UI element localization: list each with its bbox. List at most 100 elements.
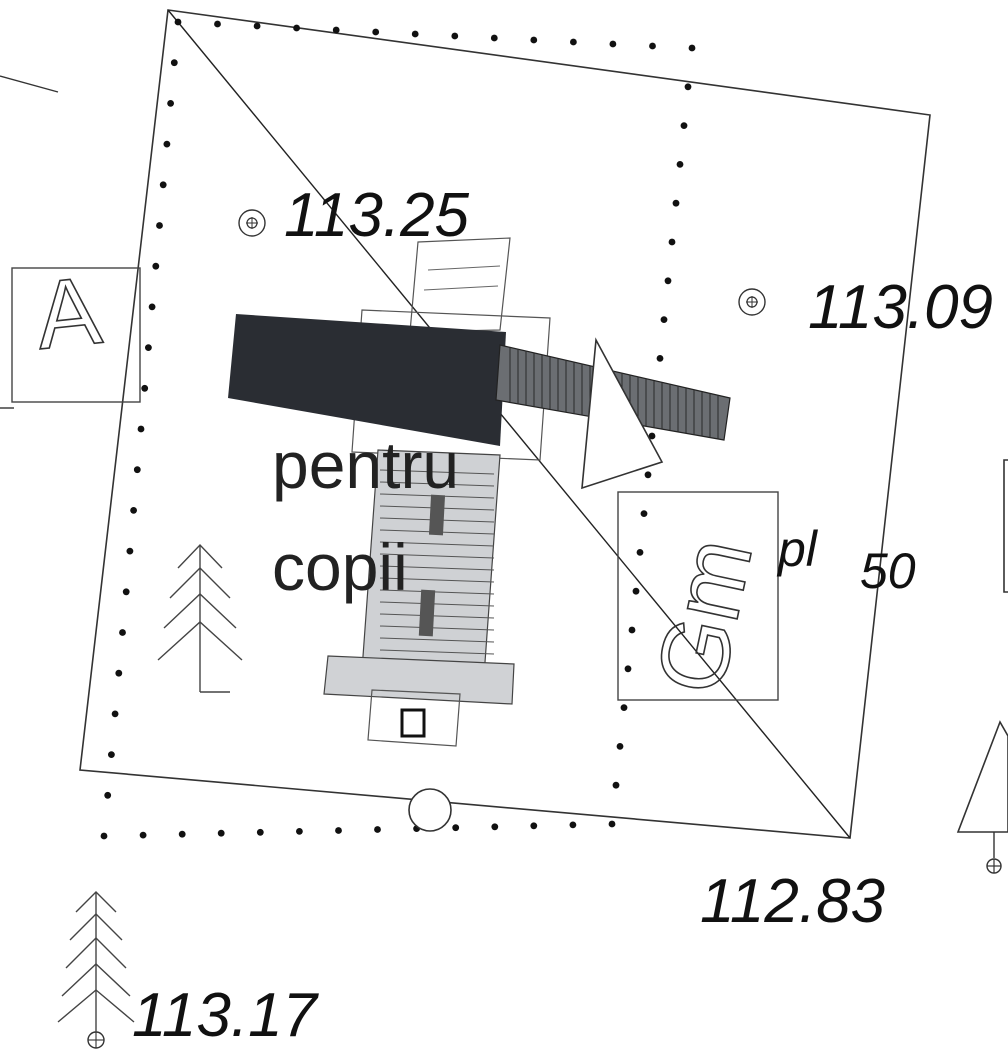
boundary-dot [636,549,644,556]
boundary-dot [214,20,221,28]
boundary-dot [672,199,680,207]
label-pentru: pentru [272,428,459,502]
tree-symbol [157,543,243,693]
boundary-dot [491,823,499,831]
slide-rung [379,553,495,559]
boundary-dot [644,471,652,479]
plot-boundary [79,9,931,839]
edge-line-top-left [0,75,59,93]
slide-detail [428,494,446,536]
boundary-dot [624,665,632,673]
boundary-dot [372,28,380,36]
boundary-dot [676,161,684,168]
boundary-dot [684,83,692,91]
side-letters-gm: Gm [636,529,773,703]
slide-rung [379,649,495,655]
boundary-dot [137,425,145,433]
tree-triangle-right [956,720,1008,833]
plot-prefix: pl [776,521,819,577]
boundary-dot [130,507,138,514]
boundary-dot [133,466,141,474]
slide-rung [379,601,495,607]
survey-point-icon [738,288,766,316]
boundary-dot [156,222,163,229]
slide-rung [379,481,495,487]
bottom-frame [367,689,461,747]
boundary-dot [490,34,498,42]
boundary-dot [648,432,656,440]
boundary-dot [122,588,130,596]
slide-detail [418,589,436,637]
boundary-dot [609,40,617,48]
boundary-dot [217,829,225,837]
boundary-dot [293,24,300,32]
boundary-dot [139,831,147,839]
slide-rung [379,625,495,631]
boundary-dot [100,832,108,840]
boundary-dot [159,181,167,189]
boundary-dot [452,824,460,832]
boundary-dot [570,38,577,46]
boundary-dot [620,704,628,711]
elevation-bottom-right: 112.83 [700,867,885,936]
tree-symbol [57,891,135,1032]
boundary-dot [608,820,616,828]
boundary-dot [530,822,538,830]
boundary-dot [148,303,156,311]
boundary-dot [141,384,149,392]
boundary-dot [145,344,152,351]
boundary-dot [374,826,381,833]
slide-rung [379,541,495,547]
survey-point-icon [986,858,1002,874]
survey-point-icon [238,209,266,237]
plot-number: 50 [860,543,916,599]
boundary-dot [111,710,119,718]
elevation-bottom-left: 113.17 [132,981,320,1050]
boundary-dot [256,828,264,836]
slide-rung [379,589,495,595]
boundary-dot [616,743,624,750]
boundary-dot [656,355,664,362]
slide-rung [379,577,495,583]
boundary-dot [152,262,160,270]
arrow-triangle [581,337,664,490]
boundary-dot [688,44,696,52]
slide-rung [379,565,495,571]
boundary-dot [163,140,171,148]
boundary-dot [451,32,459,40]
boundary-dot [660,316,668,323]
playground-structure [228,237,731,747]
boundary-dot [632,587,640,595]
elevation-top-left: 113.25 [284,181,470,250]
boundary-dot [664,277,672,285]
boundary-dot [530,36,538,44]
upper-frame [409,237,511,333]
boundary-dot [569,821,577,829]
boundary-dot [335,827,342,834]
elevation-right: 113.09 [808,273,993,342]
boundary-dot [253,22,261,30]
boundary-dot [119,629,126,636]
bottom-square [400,708,426,738]
boundary-dot [174,18,182,26]
plot-diagonal [167,9,851,839]
edge-box-right [1003,459,1008,593]
box-letter-a: A [31,257,106,370]
survey-point-icon [87,1031,105,1049]
frame-line [427,265,501,271]
dark-block [228,314,506,446]
boundary-dot [640,510,648,517]
boundary-dot [170,59,178,67]
boundary-dot [296,828,303,835]
base-bar [323,655,515,705]
boundary-dot [649,42,656,50]
boundary-dot [612,781,620,789]
side-box-left [11,267,141,403]
boundary-dot [108,751,115,758]
boundary-dot [104,791,112,799]
boundary-dot [126,547,134,555]
side-box-gm [617,491,779,701]
label-copii: copii [272,530,408,604]
boundary-dot [115,669,123,677]
